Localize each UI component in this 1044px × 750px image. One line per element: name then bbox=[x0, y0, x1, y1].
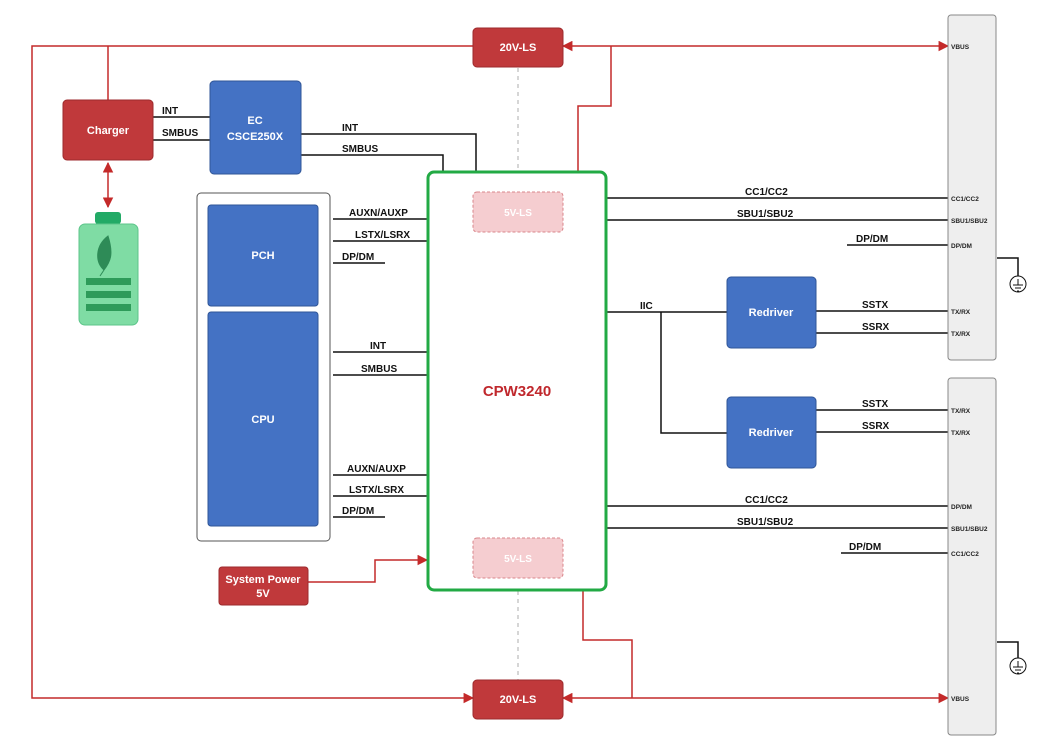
battery-icon bbox=[78, 212, 139, 326]
charger-block: Charger bbox=[62, 99, 154, 161]
ls-5v-top-label: 5V-LS bbox=[504, 208, 532, 219]
system-power-wire bbox=[308, 554, 429, 583]
label-top-cc: CC1/CC2 bbox=[745, 187, 788, 198]
chip-bottom-power-wire bbox=[582, 591, 633, 698]
ec-label: EC bbox=[247, 115, 262, 127]
label-pch-ls: LSTX/LSRX bbox=[355, 230, 410, 241]
ground-icon-top bbox=[1009, 275, 1027, 293]
system-power-voltage: 5V bbox=[256, 588, 270, 600]
conn-top-vbus: VBUS bbox=[951, 44, 970, 51]
conn-bot-cc: CC1/CC2 bbox=[951, 551, 979, 558]
conn-top-cc: CC1/CC2 bbox=[951, 196, 979, 203]
conn-bot-sbu: SBU1/SBU2 bbox=[951, 526, 988, 533]
label-bot-dp: DP/DM bbox=[849, 542, 881, 553]
label-top-sbu: SBU1/SBU2 bbox=[737, 209, 794, 220]
conn-bot-txrx-1: TX/RX bbox=[951, 408, 971, 415]
conn-top-sbu: SBU1/SBU2 bbox=[951, 218, 988, 225]
label-bot-cc: CC1/CC2 bbox=[745, 495, 788, 506]
ground-icon-bottom bbox=[1009, 657, 1027, 675]
cpw3240-chip: CPW3240 bbox=[426, 170, 608, 592]
cpu-block: CPU bbox=[207, 311, 319, 527]
label-iic: IIC bbox=[640, 301, 653, 312]
ls-20v-top: 20V-LS bbox=[472, 27, 564, 68]
redriver-bottom-label: Redriver bbox=[749, 427, 794, 439]
label-cpu-ls: LSTX/LSRX bbox=[349, 485, 404, 496]
conn-top-txrx-1: TX/RX bbox=[951, 309, 971, 316]
ls-5v-top: 5V-LS bbox=[472, 191, 564, 233]
label-charger-int: INT bbox=[162, 106, 178, 117]
ls-20v-bottom: 20V-LS bbox=[472, 679, 564, 720]
conn-top-txrx-2: TX/RX bbox=[951, 331, 971, 338]
label-cpu-aux: AUXN/AUXP bbox=[347, 464, 406, 475]
power-wires bbox=[31, 40, 950, 704]
system-power-block: System Power 5V bbox=[218, 566, 309, 606]
ls-20v-bottom-label: 20V-LS bbox=[500, 694, 537, 706]
vbus-loop-wire bbox=[31, 45, 475, 704]
ls-20v-top-label: 20V-LS bbox=[500, 42, 537, 54]
wire-ec-smbus bbox=[301, 154, 444, 172]
ls-5v-bottom-label: 5V-LS bbox=[504, 554, 532, 565]
signal-wires bbox=[153, 116, 1019, 660]
label-charger-smbus: SMBUS bbox=[162, 128, 198, 139]
charger-label: Charger bbox=[87, 125, 130, 137]
wire-ec-int bbox=[301, 133, 477, 172]
label-r1-ssrx: SSRX bbox=[862, 322, 890, 333]
system-power-label: System Power bbox=[225, 574, 301, 586]
label-pch-aux: AUXN/AUXP bbox=[349, 208, 408, 219]
redriver-top: Redriver bbox=[726, 276, 817, 349]
label-pch-dp: DP/DM bbox=[342, 252, 374, 263]
conn-top-dp: DP/DM bbox=[951, 243, 972, 250]
chip-label: CPW3240 bbox=[483, 383, 551, 400]
label-ec-int: INT bbox=[342, 123, 358, 134]
ls-5v-bottom: 5V-LS bbox=[472, 537, 564, 579]
conn-bot-vbus: VBUS bbox=[951, 696, 970, 703]
ground-wire-bottom bbox=[997, 641, 1019, 660]
label-cpu-smbus: SMBUS bbox=[361, 364, 397, 375]
label-cpu-int: INT bbox=[370, 341, 386, 352]
label-r2-ssrx: SSRX bbox=[862, 421, 890, 432]
ec-block: EC CSCE250X bbox=[209, 80, 302, 175]
chip-top-power-wire bbox=[577, 46, 612, 172]
pch-block: PCH bbox=[207, 204, 319, 307]
label-top-dp: DP/DM bbox=[856, 234, 888, 245]
label-bot-sbu: SBU1/SBU2 bbox=[737, 517, 794, 528]
label-r1-sstx: SSTX bbox=[862, 300, 888, 311]
usb-connector-bottom: TX/RX TX/RX DP/DM SBU1/SBU2 CC1/CC2 VBUS bbox=[947, 377, 997, 736]
usb-connector-top: VBUS CC1/CC2 SBU1/SBU2 DP/DM TX/RX TX/RX bbox=[947, 14, 997, 361]
signal-labels: INT SMBUS INT SMBUS AUXN/AUXP LSTX/LSRX … bbox=[162, 106, 890, 553]
label-ec-smbus: SMBUS bbox=[342, 144, 378, 155]
redriver-bottom: Redriver bbox=[726, 396, 817, 469]
cpu-label: CPU bbox=[251, 414, 274, 426]
label-r2-sstx: SSTX bbox=[862, 399, 888, 410]
redriver-top-label: Redriver bbox=[749, 307, 794, 319]
ec-part-label: CSCE250X bbox=[227, 131, 284, 143]
wire-iic-branch bbox=[660, 312, 727, 434]
label-cpu-dp: DP/DM bbox=[342, 506, 374, 517]
conn-bot-txrx-2: TX/RX bbox=[951, 430, 971, 437]
conn-bot-dp: DP/DM bbox=[951, 504, 972, 511]
ground-wire-top bbox=[997, 257, 1019, 278]
pch-label: PCH bbox=[251, 250, 274, 262]
